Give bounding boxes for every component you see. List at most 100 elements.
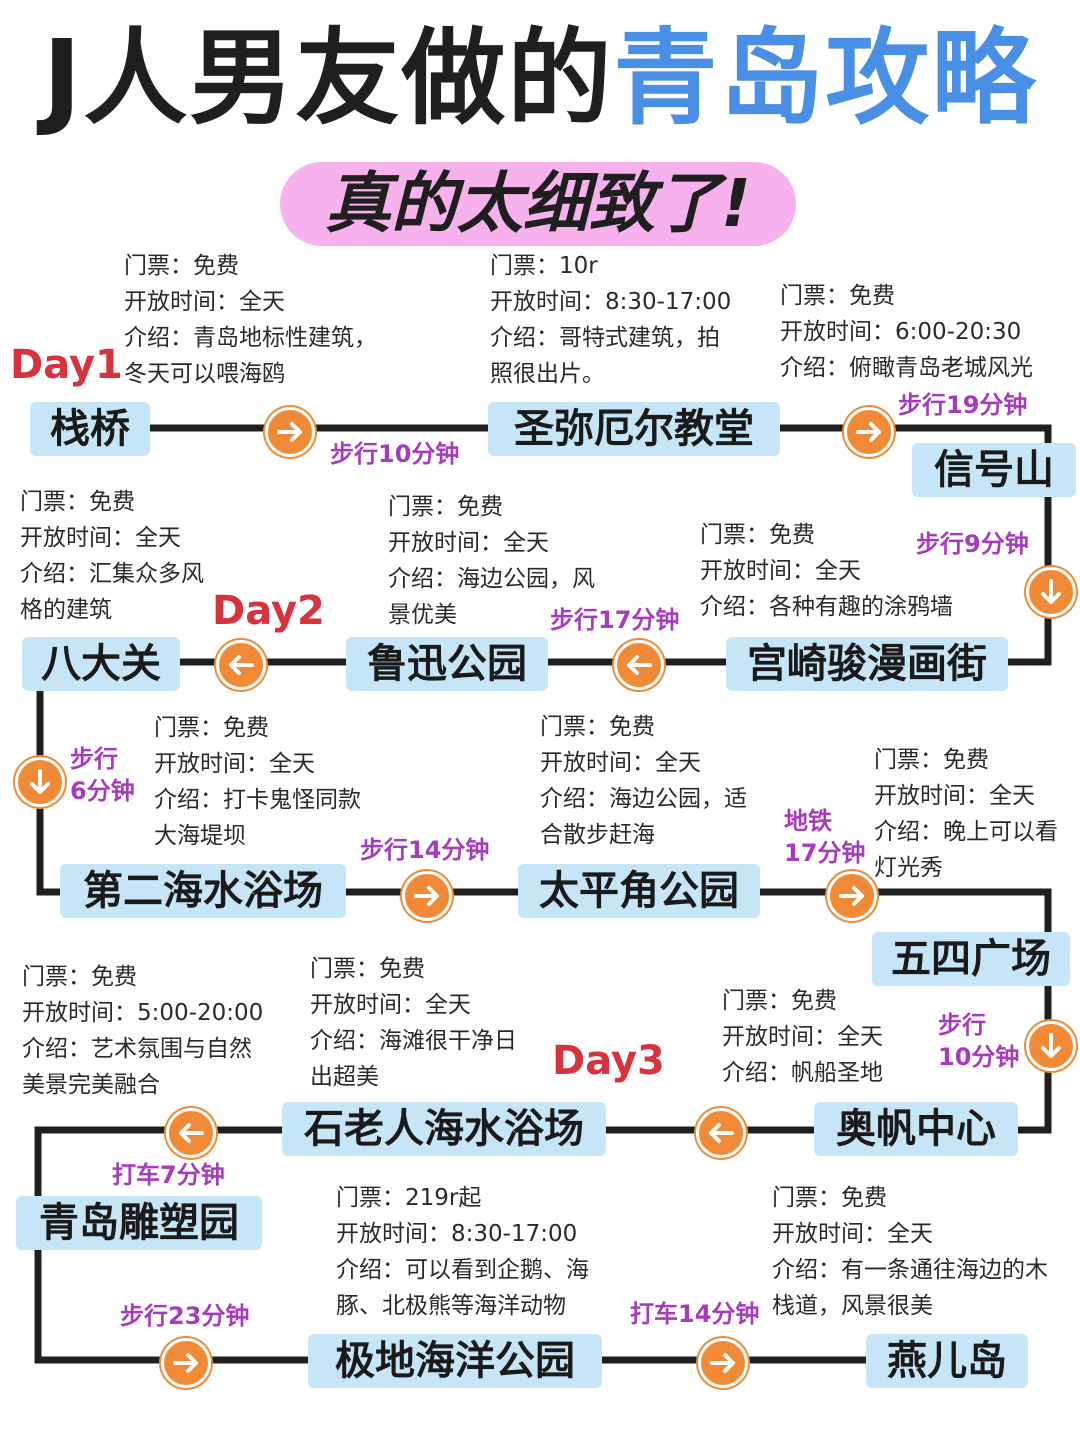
- intro-text: 介绍：艺术氛围与自然: [22, 1036, 252, 1062]
- intro-text: 介绍：晚上可以看: [874, 819, 1058, 845]
- stop-diaosu[interactable]: 青岛雕塑园: [16, 1196, 262, 1250]
- transit-label: 步行23分钟: [120, 1302, 250, 1330]
- info-jidi: 门票：219r起 开放时间：8:30-17:00 介绍：可以看到企鹅、海 豚、北…: [336, 1180, 589, 1324]
- title-black-text: J人男友做的: [42, 17, 614, 139]
- transit-label: 步行10分钟: [330, 440, 460, 468]
- transit-label: 打车7分钟: [112, 1161, 225, 1189]
- transit-label: 地铁: [784, 807, 832, 835]
- info-aofan: 门票：免费 开放时间：全天 介绍：帆船圣地: [722, 983, 883, 1091]
- hours-text: 开放时间：全天: [540, 750, 701, 776]
- stop-wusi[interactable]: 五四广场: [872, 932, 1070, 986]
- stop-yaner[interactable]: 燕儿岛: [866, 1334, 1028, 1388]
- intro-text: 格的建筑: [20, 597, 112, 623]
- stop-aofan[interactable]: 奥帆中心: [814, 1102, 1018, 1156]
- intro-text: 介绍：哥特式建筑，拍: [490, 325, 720, 351]
- subtitle-pill: 真的太细致了!: [280, 162, 796, 246]
- intro-text: 灯光秀: [874, 855, 943, 881]
- arrow-right-icon: [844, 407, 894, 457]
- ticket-text: 门票：免费: [20, 489, 135, 515]
- info-luxun: 门票：免费 开放时间：全天 介绍：海边公园，风 景优美: [388, 489, 595, 633]
- info-shilaoren: 门票：免费 开放时间：全天 介绍：海滩很干净日 出超美: [310, 951, 517, 1095]
- intro-text: 景优美: [388, 602, 457, 628]
- day2-label: Day2: [212, 588, 325, 634]
- day1-label: Day1: [10, 342, 123, 388]
- ticket-text: 门票：免费: [310, 956, 425, 982]
- title-blue-text: 青岛攻略: [613, 17, 1038, 139]
- info-gongqi: 门票：免费 开放时间：全天 介绍：各种有趣的涂鸦墙: [700, 517, 953, 625]
- hours-text: 开放时间：全天: [124, 289, 285, 315]
- info-diaosu: 门票：免费 开放时间：5:00-20:00 介绍：艺术氛围与自然 美景完美融合: [22, 959, 263, 1103]
- stop-luxun[interactable]: 鲁迅公园: [346, 637, 548, 691]
- hours-text: 开放时间：全天: [388, 530, 549, 556]
- ticket-text: 门票：免费: [540, 714, 655, 740]
- intro-text: 出超美: [310, 1064, 379, 1090]
- page-title: J人男友做的青岛攻略: [0, 18, 1080, 138]
- info-wusi: 门票：免费 开放时间：全天 介绍：晚上可以看 灯光秀: [874, 742, 1058, 886]
- transit-label: 步行17分钟: [550, 606, 680, 634]
- intro-text: 介绍：海边公园，风: [388, 566, 595, 592]
- ticket-text: 门票：免费: [388, 494, 503, 520]
- transit-label: 打车14分钟: [630, 1300, 760, 1328]
- arrow-right-icon: [698, 1338, 748, 1388]
- intro-text: 介绍：各种有趣的涂鸦墙: [700, 594, 953, 620]
- stop-gongqi[interactable]: 宫崎骏漫画街: [726, 637, 1008, 691]
- stop-jidi[interactable]: 极地海洋公园: [308, 1334, 602, 1388]
- arrow-right-icon: [402, 871, 452, 921]
- info-xinhaoshan: 门票：免费 开放时间：6:00-20:30 介绍：俯瞰青岛老城风光: [780, 278, 1033, 386]
- intro-text: 介绍：汇集众多风: [20, 561, 204, 587]
- day3-label: Day3: [552, 1038, 665, 1084]
- stop-church[interactable]: 圣弥厄尔教堂: [488, 402, 780, 456]
- transit-label: 步行19分钟: [898, 391, 1028, 419]
- hours-text: 开放时间：全天: [20, 525, 181, 551]
- intro-text: 介绍：海边公园，适: [540, 786, 747, 812]
- intro-text: 照很出片。: [490, 361, 605, 387]
- stop-shilaoren[interactable]: 石老人海水浴场: [282, 1102, 606, 1156]
- info-dier: 门票：免费 开放时间：全天 介绍：打卡鬼怪同款 大海堤坝: [154, 710, 361, 854]
- stop-badaguan[interactable]: 八大关: [22, 637, 180, 691]
- arrow-left-icon: [614, 640, 664, 690]
- transit-label: 步行14分钟: [360, 836, 490, 864]
- info-church: 门票：10r 开放时间：8:30-17:00 介绍：哥特式建筑，拍 照很出片。: [490, 248, 731, 392]
- ticket-text: 门票：免费: [874, 747, 989, 773]
- stop-dier[interactable]: 第二海水浴场: [60, 864, 346, 918]
- ticket-text: 门票：免费: [124, 253, 239, 279]
- info-yaner: 门票：免费 开放时间：全天 介绍：有一条通往海边的木 栈道，风景很美: [772, 1180, 1048, 1324]
- intro-text: 介绍：俯瞰青岛老城风光: [780, 355, 1033, 381]
- intro-text: 介绍：海滩很干净日: [310, 1028, 517, 1054]
- arrow-right-icon: [161, 1338, 211, 1388]
- ticket-text: 门票：10r: [490, 253, 598, 279]
- arrow-right-icon: [265, 407, 315, 457]
- hours-text: 开放时间：8:30-17:00: [490, 289, 732, 315]
- intro-text: 介绍：打卡鬼怪同款: [154, 787, 361, 813]
- transit-label: 6分钟: [70, 777, 135, 805]
- transit-label: 17分钟: [784, 839, 866, 867]
- transit-label: 步行: [70, 745, 118, 773]
- stop-zhanqiao[interactable]: 栈桥: [30, 402, 150, 456]
- info-taipingjiao: 门票：免费 开放时间：全天 介绍：海边公园，适 合散步赶海: [540, 709, 747, 853]
- hours-text: 开放时间：全天: [154, 751, 315, 777]
- transit-label: 10分钟: [938, 1043, 1020, 1071]
- stop-taipingjiao[interactable]: 太平角公园: [518, 864, 760, 918]
- info-badaguan: 门票：免费 开放时间：全天 介绍：汇集众多风 格的建筑: [20, 484, 204, 628]
- intro-text: 介绍：可以看到企鹅、海: [336, 1257, 589, 1283]
- hours-text: 开放时间：全天: [772, 1221, 933, 1247]
- arrow-right-icon: [827, 871, 877, 921]
- ticket-text: 门票：219r起: [336, 1185, 482, 1211]
- ticket-text: 门票：免费: [22, 964, 137, 990]
- intro-text: 栈道，风景很美: [772, 1293, 933, 1319]
- intro-text: 豚、北极熊等海洋动物: [336, 1293, 566, 1319]
- info-zhanqiao: 门票：免费 开放时间：全天 介绍：青岛地标性建筑， 冬天可以喂海鸥: [124, 248, 377, 392]
- arrow-down-icon: [1026, 1021, 1076, 1071]
- intro-text: 介绍：帆船圣地: [722, 1060, 883, 1086]
- hours-text: 开放时间：5:00-20:00: [22, 1000, 264, 1026]
- hours-text: 开放时间：全天: [700, 558, 861, 584]
- ticket-text: 门票：免费: [700, 522, 815, 548]
- intro-text: 介绍：青岛地标性建筑，: [124, 325, 377, 351]
- stop-xinhaoshan[interactable]: 信号山: [912, 443, 1076, 497]
- arrow-left-icon: [696, 1108, 746, 1158]
- intro-text: 介绍：有一条通往海边的木: [772, 1257, 1048, 1283]
- ticket-text: 门票：免费: [722, 988, 837, 1014]
- arrow-left-icon: [166, 1108, 216, 1158]
- intro-text: 大海堤坝: [154, 823, 246, 849]
- intro-text: 美景完美融合: [22, 1072, 160, 1098]
